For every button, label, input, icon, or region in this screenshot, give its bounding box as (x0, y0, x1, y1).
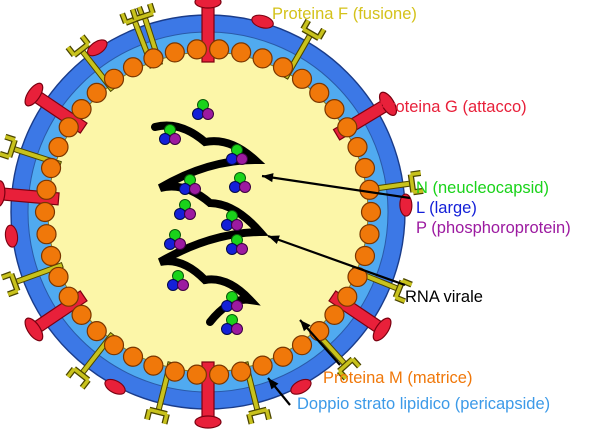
membrane-protein-bump-icon (290, 378, 312, 395)
matrix-protein-sphere-icon (291, 68, 313, 89)
matrix-protein-sphere-icon (143, 48, 164, 69)
fusion-protein-spike-icon (0, 262, 64, 298)
nucleoprotein-ball-icon (229, 172, 251, 193)
matrix-protein-sphere-icon (122, 346, 144, 367)
matrix-protein-sphere-icon (209, 364, 230, 385)
matrix-protein-sphere-icon (324, 99, 345, 120)
matrix-protein-sphere-icon (40, 245, 62, 267)
matrix-protein-sphere-icon (186, 364, 207, 385)
label-envelope: Doppio strato lipidico (pericapside) (297, 395, 550, 413)
matrix-protein-layer (34, 39, 382, 385)
matrix-protein-sphere-icon (40, 157, 62, 179)
matrix-protein-sphere-icon (86, 82, 107, 103)
matrix-protein-sphere-icon (122, 57, 144, 78)
fusion-protein-spike-icon (0, 133, 62, 168)
nucleoprotein-ball-icon (174, 199, 196, 220)
matrix-protein-sphere-icon (71, 99, 92, 120)
nucleoprotein-ball-icon (167, 270, 189, 291)
label-fusion-protein: Proteina F (fusione) (272, 5, 417, 23)
label-attachment-protein: Proteina G (attacco) (379, 98, 527, 116)
matrix-protein-sphere-icon (103, 335, 125, 356)
matrix-protein-sphere-icon (231, 42, 252, 63)
matrix-protein-sphere-icon (291, 335, 313, 356)
matrix-protein-sphere-icon (252, 355, 273, 376)
matrix-protein-sphere-icon (209, 39, 230, 60)
matrix-protein-sphere-icon (337, 117, 358, 138)
membrane-protein-bump-icon (399, 193, 413, 217)
matrix-protein-sphere-icon (143, 355, 164, 376)
arrow-to-matrix (299, 319, 341, 366)
label-rna: RNA virale (405, 288, 483, 306)
nucleoprotein-ball-icon (192, 99, 214, 120)
label-arrows (261, 173, 411, 406)
nucleoprotein-ball-icon (164, 229, 186, 250)
membrane-protein-bump-icon (251, 14, 274, 29)
nucleoprotein-ball-icon (221, 291, 243, 312)
nucleoprotein-ball-icon (226, 144, 248, 165)
label-n-protein: N (neucleocapsid) (416, 179, 549, 197)
matrix-protein-sphere-icon (36, 179, 57, 200)
matrix-protein-sphere-icon (354, 245, 376, 267)
matrix-protein-sphere-icon (71, 304, 92, 325)
nucleoprotein-ball-icon (221, 210, 243, 231)
matrix-protein-sphere-icon (231, 361, 252, 382)
matrix-protein-sphere-icon (164, 42, 185, 63)
matrix-protein-sphere-icon (36, 224, 57, 245)
nucleoprotein-ball-icon (221, 314, 243, 335)
matrix-protein-sphere-icon (164, 361, 185, 382)
matrix-protein-sphere-icon (354, 157, 376, 179)
matrix-protein-sphere-icon (58, 286, 79, 307)
arrow-to-proteins (261, 173, 411, 200)
arrow-to-rna (267, 234, 406, 287)
arrow-to-envelope (267, 377, 291, 406)
nucleoprotein-ball-icon (226, 234, 248, 255)
rna-helix (151, 99, 269, 335)
matrix-protein-sphere-icon (309, 82, 330, 103)
membrane-protein-bump-icon (104, 378, 126, 395)
matrix-protein-sphere-icon (272, 346, 294, 367)
nucleoprotein-ball-icon (159, 124, 181, 145)
matrix-protein-sphere-icon (324, 304, 345, 325)
matrix-protein-sphere-icon (34, 201, 56, 223)
matrix-protein-sphere-icon (337, 286, 358, 307)
matrix-protein-sphere-icon (272, 57, 294, 78)
matrix-protein-sphere-icon (86, 321, 107, 342)
matrix-protein-sphere-icon (309, 321, 330, 342)
matrix-protein-sphere-icon (360, 201, 382, 223)
nucleoprotein-ball-icon (179, 174, 201, 195)
surface-proteins (0, 0, 424, 429)
lipid-bilayer-envelope (10, 14, 406, 410)
membrane-protein-bump-icon (4, 224, 19, 248)
label-p-protein: P (phosphoroprotein) (416, 219, 571, 237)
matrix-protein-sphere-icon (48, 266, 69, 288)
matrix-protein-sphere-icon (347, 136, 368, 158)
label-matrix-protein: Proteina M (matrice) (323, 369, 472, 387)
matrix-protein-sphere-icon (359, 224, 380, 245)
label-l-protein: L (large) (416, 199, 477, 217)
matrix-protein-sphere-icon (359, 179, 380, 200)
matrix-protein-sphere-icon (186, 39, 207, 60)
matrix-protein-sphere-icon (252, 48, 273, 69)
matrix-protein-sphere-icon (58, 117, 79, 138)
matrix-protein-sphere-icon (48, 136, 69, 158)
matrix-protein-sphere-icon (103, 68, 125, 89)
